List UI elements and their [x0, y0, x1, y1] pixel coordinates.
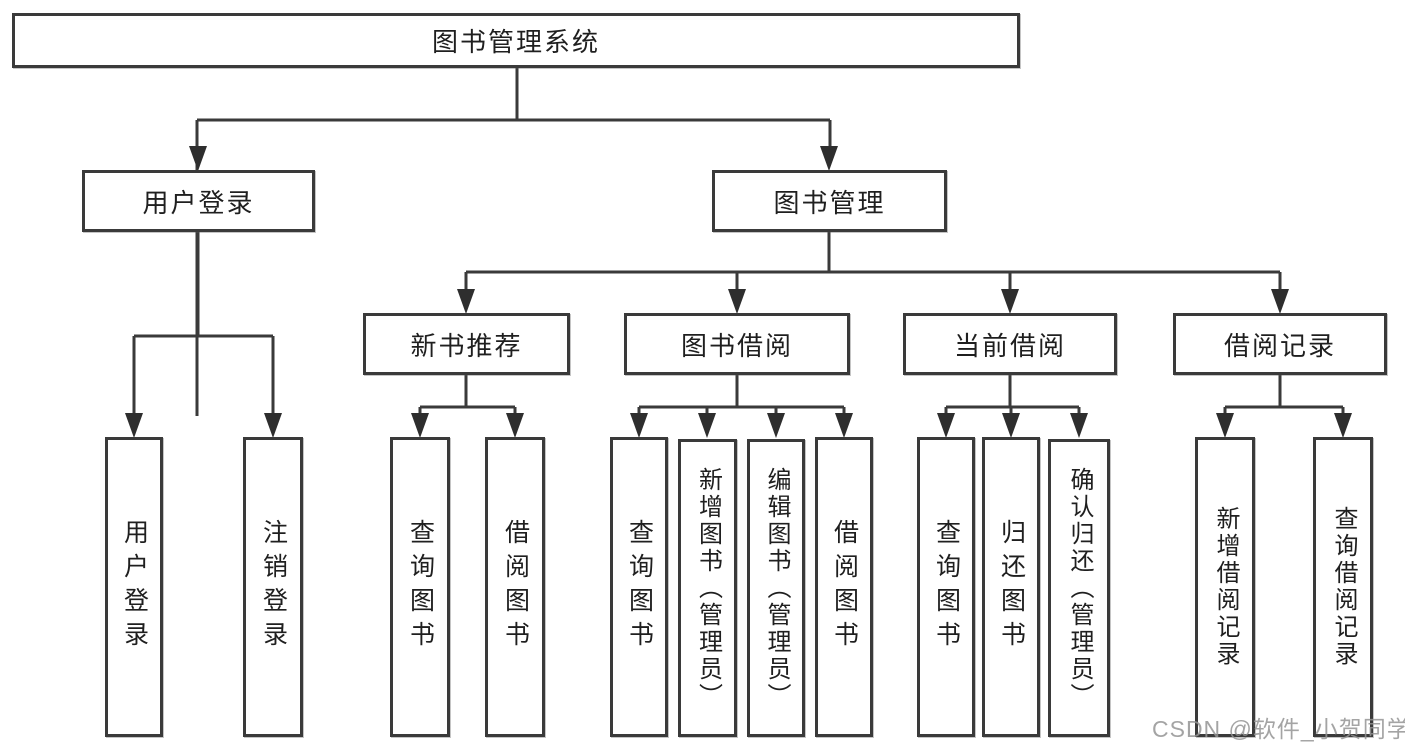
node-bb-query-books: 查询图书 [610, 437, 668, 737]
node-cb-return-books: 归还图书 [982, 437, 1040, 737]
node-cb-confirm-return-admin: 确认归还（管理员） [1048, 439, 1110, 737]
connector-borrow-record-branch [1223, 375, 1345, 416]
watermark-text: CSDN @软件_小贺同学 [1152, 716, 1405, 742]
connector-new-book-branch [418, 375, 517, 416]
node-bb-edit-books-admin: 编辑图书（管理员） [747, 439, 805, 737]
node-bb-add-books-admin: 新增图书（管理员） [678, 439, 737, 737]
node-user-login: 用户登录 [82, 170, 315, 232]
node-nb-borrow-books: 借阅图书 [485, 437, 545, 737]
node-borrowing-records: 借阅记录 [1173, 313, 1387, 375]
connector-user-login-branch [132, 232, 275, 416]
node-logout-leaf: 注销登录 [243, 437, 303, 737]
node-nb-query-books: 查询图书 [390, 437, 450, 737]
node-library-management-system: 图书管理系统 [12, 13, 1020, 68]
node-bb-borrow-books: 借阅图书 [815, 437, 873, 737]
node-current-borrowing: 当前借阅 [903, 313, 1117, 375]
node-book-management: 图书管理 [712, 170, 947, 232]
connector-book-borrow-branch [637, 375, 846, 416]
connector-book-mgmt-branch [464, 232, 1282, 293]
node-br-add-record: 新增借阅记录 [1195, 437, 1255, 737]
node-cb-query-books: 查询图书 [917, 437, 975, 737]
node-book-borrowing: 图书借阅 [624, 313, 850, 375]
connector-current-borrow-branch [944, 375, 1081, 416]
node-br-query-record: 查询借阅记录 [1313, 437, 1373, 737]
node-new-book-recommend: 新书推荐 [363, 313, 570, 375]
node-user-login-leaf: 用户登录 [105, 437, 163, 737]
